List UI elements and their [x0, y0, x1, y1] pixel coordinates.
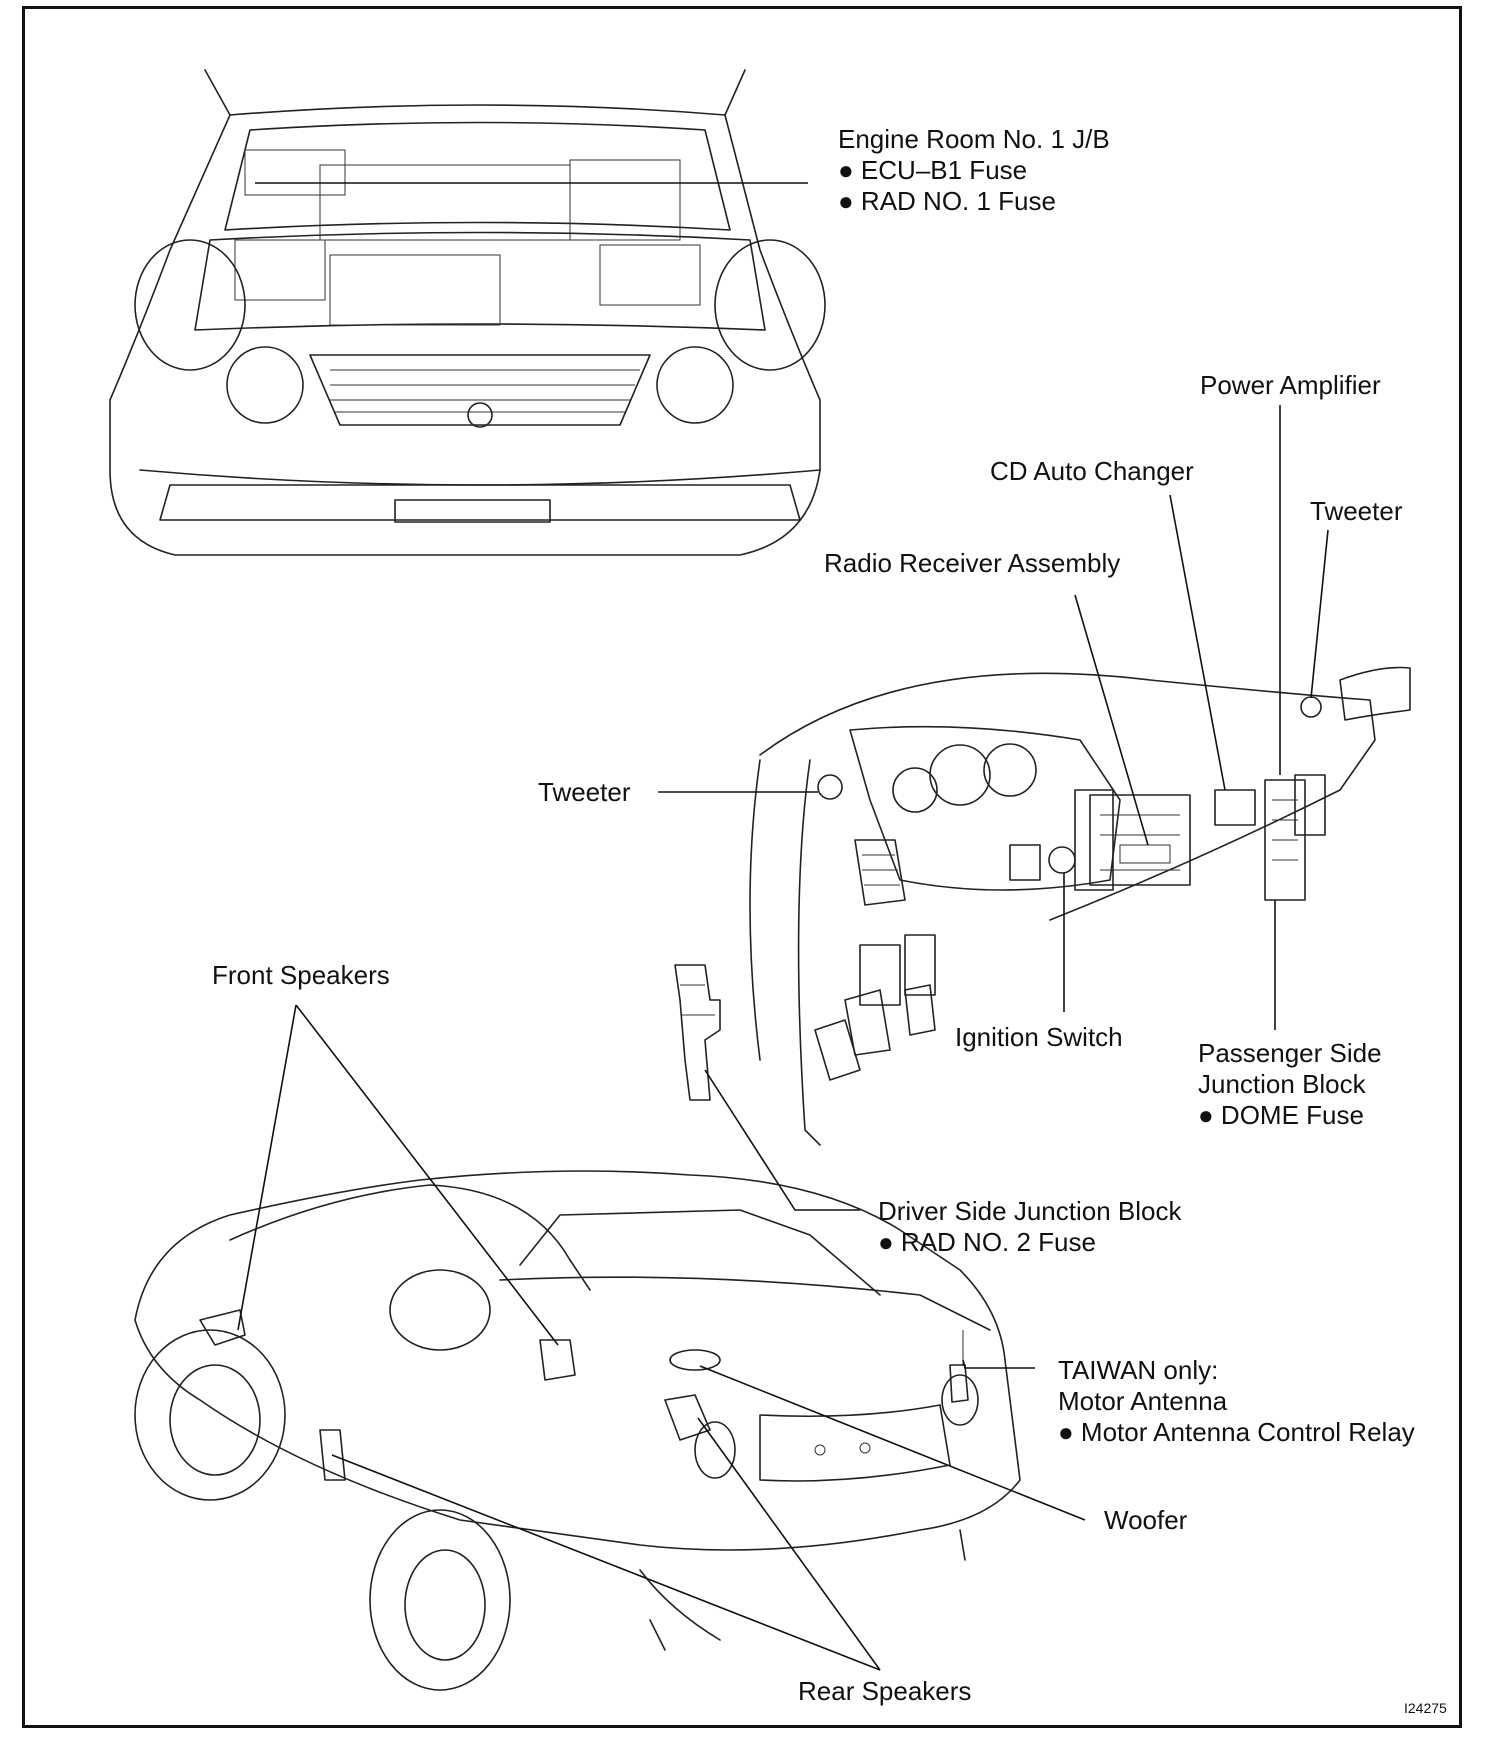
label-line: ● RAD NO. 1 Fuse: [838, 186, 1056, 216]
label-driver-side-junction-block: Driver Side Junction Block ● RAD NO. 2 F…: [878, 1196, 1181, 1258]
label-line: Passenger Side: [1198, 1038, 1382, 1068]
label-line: Motor Antenna: [1058, 1386, 1228, 1416]
label-line: TAIWAN only:: [1058, 1355, 1219, 1385]
label-line: ● Motor Antenna Control Relay: [1058, 1417, 1415, 1447]
label-line: Driver Side Junction Block: [878, 1196, 1182, 1226]
label-tweeter-right: Tweeter: [1310, 496, 1403, 526]
label-motor-antenna: TAIWAN only: Motor Antenna ● Motor Anten…: [1058, 1355, 1415, 1448]
diagram-frame: [22, 6, 1462, 1728]
label-engine-room-jb: Engine Room No. 1 J/B ● ECU–B1 Fuse ● RA…: [838, 124, 1110, 217]
label-line: ● RAD NO. 2 Fuse: [878, 1227, 1096, 1257]
label-line: Engine Room No. 1 J/B: [838, 124, 1110, 154]
label-line: Junction Block: [1198, 1069, 1366, 1099]
label-power-amplifier: Power Amplifier: [1200, 370, 1381, 400]
label-tweeter-left: Tweeter: [538, 777, 631, 807]
label-line: ● DOME Fuse: [1198, 1100, 1364, 1130]
label-rear-speakers: Rear Speakers: [798, 1676, 972, 1706]
label-woofer: Woofer: [1104, 1505, 1188, 1535]
label-front-speakers: Front Speakers: [212, 960, 390, 990]
dashboard-illustration: [674, 666, 1411, 1146]
label-passenger-side-junction-block: Passenger Side Junction Block ● DOME Fus…: [1198, 1038, 1382, 1131]
leader-lines: [237, 405, 1329, 1671]
label-cd-auto-changer: CD Auto Changer: [990, 456, 1194, 486]
label-ignition-switch: Ignition Switch: [955, 1022, 1123, 1052]
figure-id: I24275: [1404, 1700, 1447, 1716]
label-line: ● ECU–B1 Fuse: [838, 155, 1028, 185]
label-radio-receiver-assembly: Radio Receiver Assembly: [824, 548, 1121, 578]
engine-bay-illustration: [109, 69, 826, 556]
